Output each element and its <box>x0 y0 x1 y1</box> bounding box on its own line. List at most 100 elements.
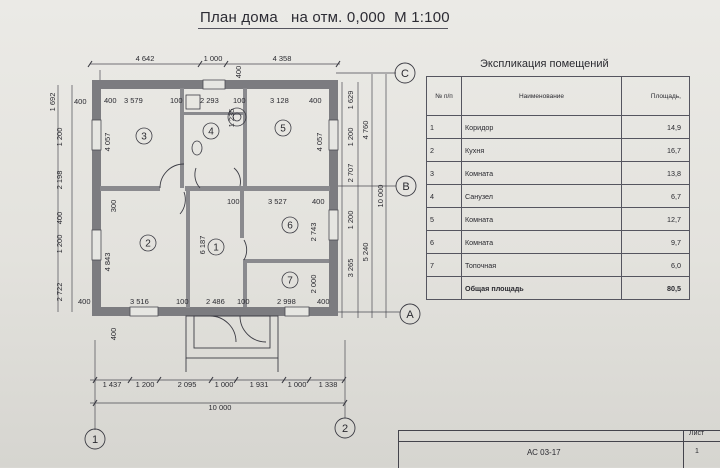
room-2-label: 2 <box>145 239 151 250</box>
room-1-label: 1 <box>213 243 219 254</box>
dim-bottom-3: 2 095 <box>178 380 197 389</box>
axis-2-label: 2 <box>342 423 348 435</box>
dim-right-inner-1: 4 057 <box>315 133 324 152</box>
dim-left-5: 1 200 <box>55 235 64 254</box>
table-row: 1 Коридор 14,9 <box>426 115 690 139</box>
top-dimensions: 4 642 1 000 4 358 <box>136 54 292 63</box>
sheet-label: Лист <box>689 430 705 437</box>
axis-1-label: 1 <box>92 434 98 446</box>
dim-top-2: 1 000 <box>204 54 223 63</box>
table-row: 4 Санузел 6,7 <box>426 184 690 208</box>
dim-top-inner-6: 3 128 <box>270 96 289 105</box>
dim-low-inner-5: 100 <box>237 297 250 306</box>
row-number: 5 <box>426 207 462 231</box>
room-7-label: 7 <box>287 276 293 287</box>
misc-dimensions: 400 1 235 <box>227 66 243 128</box>
dim-right-total-3: 10 000 <box>376 185 385 208</box>
table-row: 7 Топочная 6,0 <box>426 253 690 277</box>
dim-right-1: 1 629 <box>346 91 355 110</box>
row-number: 7 <box>426 253 462 277</box>
dim-left-7: 400 <box>74 97 87 106</box>
middle-dimensions: 100 3 527 400 <box>227 197 325 206</box>
row-number: 1 <box>426 115 462 139</box>
dim-right-inner-3: 2 000 <box>309 275 318 294</box>
row-name: Санузел <box>461 184 622 208</box>
dim-left-3: 2 198 <box>55 171 64 190</box>
dim-low-inner-4: 2 486 <box>206 297 225 306</box>
table-row: 6 Комната 9,7 <box>426 230 690 254</box>
schedule-table: № п/п Наименование Площадь, 1 Коридор 14… <box>426 76 690 300</box>
table-row: 5 Комната 12,7 <box>426 207 690 231</box>
dim-top-3: 4 358 <box>273 54 292 63</box>
dim-bottom-5: 1 931 <box>250 380 269 389</box>
right-dimensions: 1 629 1 200 2 707 1 200 3 265 4 760 5 24… <box>309 91 385 294</box>
row-name: Коридор <box>461 115 622 139</box>
dim-right-inner-2: 2 743 <box>309 223 318 242</box>
bottom-dimensions: 1 437 1 200 2 095 1 000 1 931 1 000 1 33… <box>103 380 338 412</box>
axis-a-label: A <box>406 309 414 321</box>
top-inner-dimensions: 400 3 579 100 2 293 100 3 128 400 <box>104 96 322 105</box>
row-area: 6,0 <box>621 253 690 277</box>
row-name: Комната <box>461 207 622 231</box>
schedule-title: Экспликация помещений <box>480 58 609 70</box>
dim-left-1: 1 692 <box>48 93 57 112</box>
total-row: Общая площадь 80,5 <box>426 276 690 300</box>
dim-right-3: 2 707 <box>346 164 355 183</box>
dim-left-inner-1: 4 057 <box>103 133 112 152</box>
dim-left-inner-2: 4 843 <box>103 253 112 272</box>
dim-bottom-total: 10 000 <box>209 403 232 412</box>
axis-b-label: B <box>402 181 409 193</box>
dimension-ticks <box>87 60 348 407</box>
row-number: 6 <box>426 230 462 254</box>
dim-right-5: 3 265 <box>346 259 355 278</box>
row-name: Кухня <box>461 138 622 162</box>
row-area: 12,7 <box>621 207 690 231</box>
row-area: 9,7 <box>621 230 690 254</box>
row-area: 13,8 <box>621 161 690 185</box>
dim-bottom-2: 1 200 <box>136 380 155 389</box>
dim-misc-2: 1 235 <box>227 109 236 128</box>
room-markers: 3 4 5 2 1 6 7 <box>135 119 299 289</box>
table-row: 2 Кухня 16,7 <box>426 138 690 162</box>
title-underline <box>198 28 448 29</box>
drawing-title: План дома на отм. 0,000 М 1:100 <box>200 9 450 26</box>
grid-axes: C B A 1 2 <box>84 62 421 450</box>
dim-low-inner-3: 100 <box>176 297 189 306</box>
dim-right-2: 1 200 <box>346 128 355 147</box>
total-area: 80,5 <box>621 276 690 300</box>
stamp-divider <box>399 441 683 442</box>
dimension-lines <box>57 63 400 430</box>
dim-top-inner-4: 2 293 <box>200 96 219 105</box>
dim-left-inner-5: 400 <box>109 328 118 341</box>
dim-top-inner-7: 400 <box>309 96 322 105</box>
row-name: Комната <box>461 161 622 185</box>
dim-top-inner-3: 100 <box>170 96 183 105</box>
interior-walls <box>100 88 330 308</box>
dim-left-6: 2 722 <box>55 283 64 302</box>
drawing-code: АС 03-17 <box>527 448 561 457</box>
dim-right-total-1: 4 760 <box>361 121 370 140</box>
sheet-number: 1 <box>695 448 699 455</box>
room-6-label: 6 <box>287 221 293 232</box>
row-name: Топочная <box>461 253 622 277</box>
schedule-header-row: № п/п Наименование Площадь, <box>426 76 690 116</box>
dim-right-total-2: 5 240 <box>361 243 370 262</box>
row-area: 16,7 <box>621 138 690 162</box>
dim-left-inner-4: 300 <box>109 200 118 213</box>
dim-bottom-6: 1 000 <box>288 380 307 389</box>
header-number: № п/п <box>426 76 462 116</box>
windows <box>91 79 339 317</box>
dim-top-inner-2: 3 579 <box>124 96 143 105</box>
room-5-label: 5 <box>280 124 286 135</box>
dim-top-1: 4 642 <box>136 54 155 63</box>
left-dimensions: 1 692 1 200 2 198 400 1 200 2 722 400 4 … <box>48 93 207 341</box>
dim-bottom-4: 1 000 <box>215 380 234 389</box>
dim-misc-1: 400 <box>234 66 243 79</box>
dim-right-4: 1 200 <box>346 211 355 230</box>
row-area: 6,7 <box>621 184 690 208</box>
header-name: Наименование <box>461 76 622 116</box>
row-number: 2 <box>426 138 462 162</box>
header-area: Площадь, <box>621 76 690 116</box>
dim-left-inner-3: 6 187 <box>198 236 207 255</box>
